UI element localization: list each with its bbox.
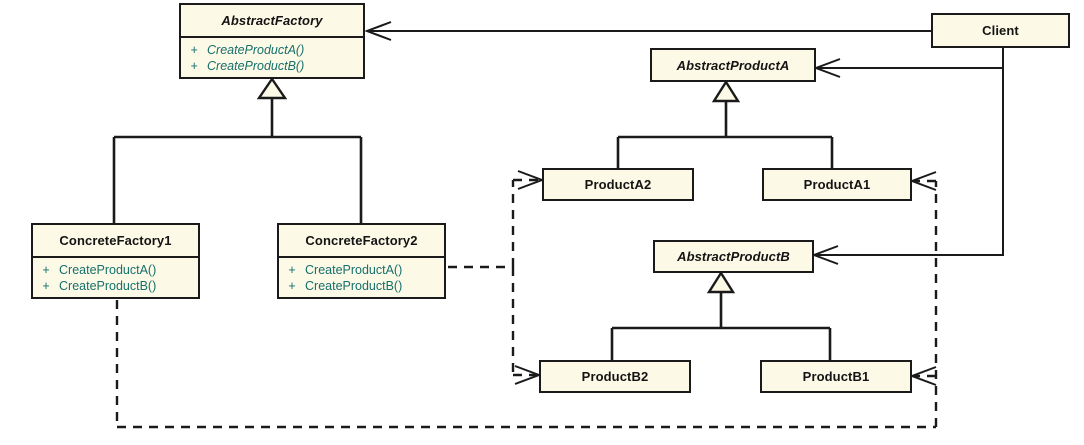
class-box-product-b1[interactable]: ProductB1 — [760, 360, 912, 393]
member-signature: CreateProductA() — [207, 43, 305, 57]
inheritance-triangle-abstractfactory — [256, 76, 288, 100]
class-title-band: ProductB1 — [762, 362, 910, 391]
class-box-concrete-factory2[interactable]: ConcreteFactory2 + CreateProductA() + Cr… — [277, 223, 446, 299]
class-title-band: ConcreteFactory1 — [33, 225, 198, 258]
class-member-band: + CreateProductA() + CreateProductB() — [33, 258, 198, 296]
class-box-abstract-product-a[interactable]: AbstractProductA — [650, 48, 816, 82]
class-title-band: ProductB2 — [541, 362, 689, 391]
class-title-band: AbstractProductA — [652, 50, 814, 80]
class-title-band: Client — [933, 15, 1068, 46]
member-row: + CreateProductA() — [33, 262, 198, 278]
member-visibility: + — [190, 59, 198, 73]
member-visibility: + — [42, 279, 50, 293]
inheritance-triangle-abstractproductb — [706, 270, 736, 294]
class-name-abstract-product-b: AbstractProductB — [677, 249, 790, 264]
class-name-product-a1: ProductA1 — [803, 177, 871, 192]
class-name-client: Client — [982, 23, 1019, 38]
class-member-band: + CreateProductA() + CreateProductB() — [181, 38, 363, 76]
member-signature: CreateProductA() — [305, 263, 403, 277]
class-title-band: AbstractFactory — [181, 5, 363, 38]
association-client-to-abstractproducta — [813, 48, 1004, 78]
inheritance-triangle-abstractproducta — [711, 79, 741, 103]
association-client-to-abstractfactory — [364, 21, 931, 41]
member-row: + CreateProductA() — [279, 262, 444, 278]
class-name-concrete-factory2: ConcreteFactory2 — [305, 233, 418, 248]
class-member-band: + CreateProductA() + CreateProductB() — [279, 258, 444, 296]
association-client-to-abstractproductb — [811, 48, 1004, 265]
generalization-productb-to-abstractproductb — [610, 292, 832, 360]
class-box-abstract-factory[interactable]: AbstractFactory + CreateProductA() + Cre… — [179, 3, 365, 79]
member-row: + CreateProductB() — [279, 278, 444, 294]
class-name-abstract-product-a: AbstractProductA — [676, 57, 790, 73]
member-signature: CreateProductB() — [59, 279, 157, 293]
member-signature: CreateProductB() — [207, 59, 305, 73]
member-visibility: + — [288, 279, 296, 293]
class-box-product-b2[interactable]: ProductB2 — [539, 360, 691, 393]
class-box-client[interactable]: Client — [931, 13, 1070, 48]
class-title-band: AbstractProductB — [655, 242, 812, 271]
member-row: + CreateProductB() — [181, 58, 363, 74]
member-visibility: + — [190, 43, 198, 57]
class-box-abstract-product-b[interactable]: AbstractProductB — [653, 240, 814, 273]
dependency-concretefactory1-to-products — [115, 179, 938, 429]
class-name-product-b1: ProductB1 — [802, 369, 870, 384]
class-name-concrete-factory1: ConcreteFactory1 — [59, 233, 172, 248]
class-title-band: ProductA2 — [544, 170, 692, 199]
class-name-product-b2: ProductB2 — [581, 369, 649, 384]
member-signature: CreateProductA() — [59, 263, 157, 277]
member-signature: CreateProductB() — [305, 279, 403, 293]
member-row: + CreateProductB() — [33, 278, 198, 294]
class-box-concrete-factory1[interactable]: ConcreteFactory1 + CreateProductA() + Cr… — [31, 223, 200, 299]
class-title-band: ConcreteFactory2 — [279, 225, 444, 258]
member-visibility: + — [42, 263, 50, 277]
dependency-concretefactory2-to-products — [448, 178, 541, 377]
member-visibility: + — [288, 263, 296, 277]
generalization-producta-to-abstractproducta — [616, 101, 834, 168]
class-box-product-a1[interactable]: ProductA1 — [762, 168, 912, 201]
class-box-product-a2[interactable]: ProductA2 — [542, 168, 694, 201]
dependency-arrowhead-producta1 — [909, 171, 937, 191]
class-name-product-a2: ProductA2 — [584, 177, 652, 192]
class-name-abstract-factory: AbstractFactory — [221, 13, 323, 28]
dependency-arrowhead-productb1 — [909, 366, 937, 386]
generalization-concretefactories-to-abstractfactory — [112, 97, 363, 223]
member-row: + CreateProductA() — [181, 42, 363, 58]
class-title-band: ProductA1 — [764, 170, 910, 199]
